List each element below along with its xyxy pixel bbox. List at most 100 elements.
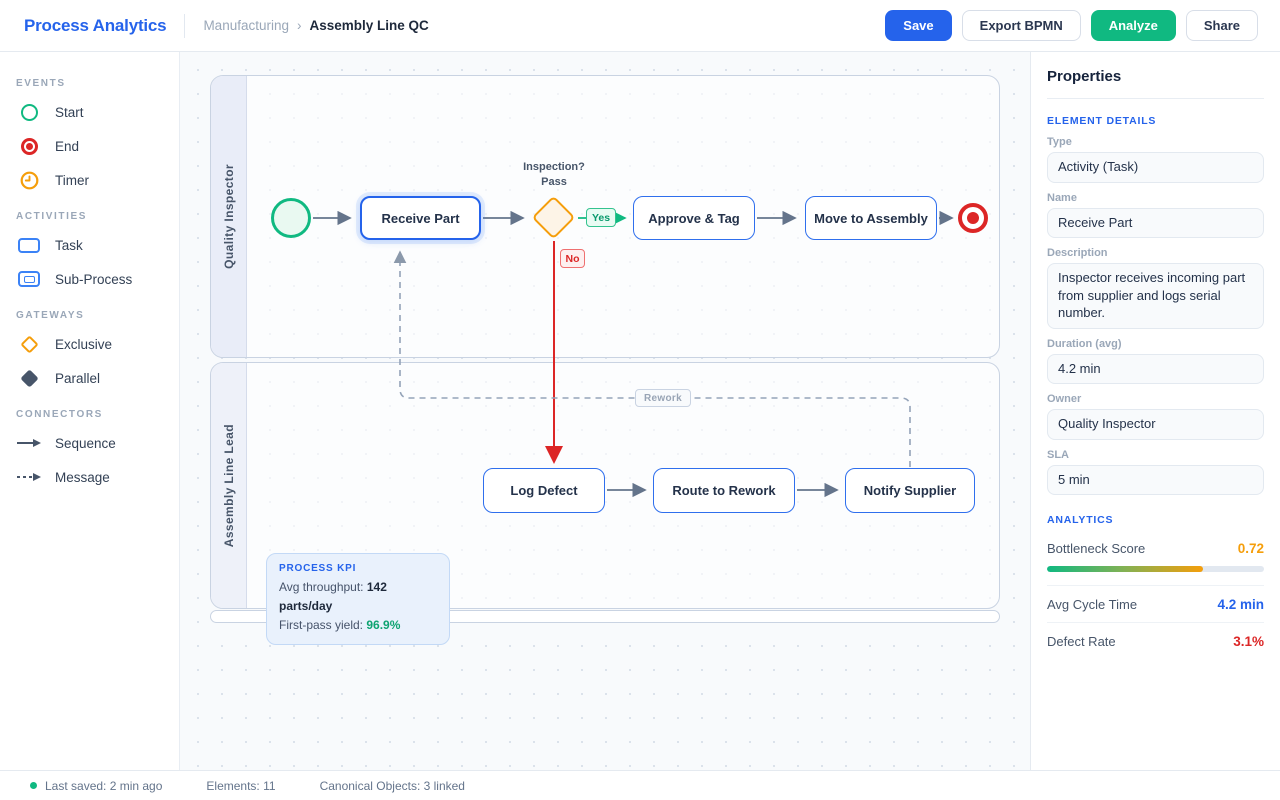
- analytics-metrics: Bottleneck Score 0.72 Avg Cycle Time 4.2…: [1047, 530, 1264, 659]
- name-field[interactable]: Receive Part: [1047, 207, 1264, 239]
- palette-item-task[interactable]: Task: [16, 228, 179, 262]
- task-receive-part[interactable]: Receive Part: [360, 196, 481, 240]
- metric-value: 0.72: [1237, 541, 1264, 557]
- edge-label-no[interactable]: No: [560, 249, 585, 268]
- palette-section-gateways: GATEWAYS: [16, 310, 85, 321]
- bpmn-canvas[interactable]: Quality Inspector Assembly Line Lead: [180, 52, 1030, 770]
- field-duration: Duration (avg) 4.2 min: [1047, 338, 1264, 385]
- task-approve-tag[interactable]: Approve & Tag: [633, 196, 755, 240]
- save-button[interactable]: Save: [885, 10, 952, 41]
- element-details-section-title: ELEMENT DETAILS: [1047, 115, 1157, 127]
- lane-label: Quality Inspector: [221, 164, 236, 269]
- timer-event-icon: [16, 171, 42, 190]
- field-name-label: Name: [1047, 191, 1077, 204]
- gateway-label-line1: Inspection?: [523, 161, 585, 173]
- metric-label: Bottleneck Score: [1047, 541, 1146, 557]
- field-duration-label: Duration (avg): [1047, 337, 1122, 350]
- field-type: Type Activity (Task): [1047, 136, 1264, 183]
- app-header: Process Analytics Manufacturing › Assemb…: [0, 0, 1280, 52]
- export-bpmn-button[interactable]: Export BPMN: [961, 10, 1081, 41]
- sub-process-icon: [16, 271, 42, 287]
- start-event-icon: [16, 103, 42, 121]
- canonical-objects-status: Canonical Objects: 3 linked: [319, 778, 465, 793]
- kpi-title: PROCESS KPI: [279, 563, 357, 574]
- lane-label-strip: Quality Inspector: [211, 76, 247, 357]
- palette-item-parallel[interactable]: Parallel: [16, 361, 179, 395]
- metric-defect-rate: Defect Rate 3.1%: [1047, 622, 1264, 659]
- bottleneck-bar-fill: [1047, 566, 1204, 573]
- exclusive-gateway-node[interactable]: [531, 195, 576, 240]
- share-button[interactable]: Share: [1185, 10, 1258, 41]
- message-flow-icon: [16, 472, 42, 482]
- field-name: Name Receive Part: [1047, 192, 1264, 239]
- bottleneck-bar: [1047, 566, 1264, 573]
- palette-section-connectors: CONNECTORS: [16, 409, 103, 420]
- edge-label-rework[interactable]: Rework: [635, 389, 691, 407]
- field-sla: SLA 5 min: [1047, 449, 1264, 496]
- field-sla-label: SLA: [1047, 448, 1069, 461]
- properties-panel: Properties ELEMENT DETAILS Type Activity…: [1030, 52, 1280, 770]
- breadcrumb: Manufacturing › Assembly Line QC: [203, 18, 428, 33]
- metric-avg-cycle-time: Avg Cycle Time 4.2 min: [1047, 585, 1264, 622]
- palette-item-timer[interactable]: Timer: [16, 163, 179, 197]
- field-description: Description Inspector receives incoming …: [1047, 247, 1264, 329]
- metric-label: Avg Cycle Time: [1047, 597, 1138, 613]
- task-log-defect[interactable]: Log Defect: [483, 468, 605, 513]
- status-bar: Last saved: 2 min ago Elements: 11 Canon…: [0, 770, 1280, 800]
- palette-section-activities: ACTIVITIES: [16, 211, 88, 222]
- breadcrumb-parent[interactable]: Manufacturing: [203, 18, 289, 33]
- palette-item-end[interactable]: End: [16, 129, 179, 163]
- analytics-section-title: ANALYTICS: [1047, 514, 1114, 527]
- breadcrumb-separator-icon: ›: [297, 18, 302, 33]
- header-divider: [184, 13, 186, 38]
- kpi-yield: First-pass yield: 96.9%: [279, 618, 401, 633]
- palette-item-label: End: [55, 138, 80, 154]
- kpi-throughput: Avg throughput: 142 parts/day: [279, 580, 387, 614]
- palette-item-label: Parallel: [55, 370, 101, 386]
- field-description-label: Description: [1047, 247, 1108, 260]
- task-move-to-assembly[interactable]: Move to Assembly: [805, 196, 937, 240]
- palette-item-exclusive[interactable]: Exclusive: [16, 327, 179, 361]
- end-event-node[interactable]: [958, 203, 988, 233]
- palette-item-sequence[interactable]: Sequence: [16, 426, 179, 460]
- task-notify-supplier[interactable]: Notify Supplier: [845, 468, 975, 513]
- type-field[interactable]: Activity (Task): [1047, 152, 1264, 183]
- palette-item-label: Start: [55, 104, 84, 120]
- palette-sidebar: EVENTS Start End Timer ACTIVITIES Task: [0, 52, 180, 770]
- owner-field[interactable]: Quality Inspector: [1047, 409, 1264, 440]
- field-owner: Owner Quality Inspector: [1047, 393, 1264, 440]
- palette-item-label: Sub-Process: [55, 271, 133, 287]
- task-route-to-rework[interactable]: Route to Rework: [653, 468, 795, 513]
- metric-value: 4.2 min: [1217, 597, 1264, 613]
- field-type-label: Type: [1047, 136, 1072, 148]
- start-event-node[interactable]: [271, 198, 311, 238]
- palette-item-sub-process[interactable]: Sub-Process: [16, 262, 179, 296]
- palette-item-start[interactable]: Start: [16, 95, 179, 129]
- process-kpi-annotation[interactable]: PROCESS KPI Avg throughput: 142 parts/da…: [266, 553, 450, 645]
- app-logo[interactable]: Process Analytics: [24, 15, 167, 35]
- analyze-button[interactable]: Analyze: [1090, 10, 1176, 41]
- last-saved-text: Last saved: 2 min ago: [45, 778, 163, 793]
- palette-section-events: EVENTS: [16, 78, 66, 89]
- palette-item-label: Exclusive: [55, 336, 113, 352]
- metric-value: 3.1%: [1233, 634, 1264, 650]
- task-icon: [16, 237, 42, 253]
- palette-item-message[interactable]: Message: [16, 460, 179, 494]
- palette-item-label: Sequence: [55, 435, 116, 451]
- lane-label-strip: Assembly Line Lead: [211, 363, 247, 608]
- palette-item-label: Task: [55, 237, 83, 253]
- lane-label: Assembly Line Lead: [221, 423, 236, 548]
- sequence-flow-icon: [16, 438, 42, 448]
- properties-title: Properties: [1047, 68, 1264, 99]
- field-owner-label: Owner: [1047, 393, 1082, 406]
- duration-field[interactable]: 4.2 min: [1047, 353, 1264, 385]
- description-field[interactable]: Inspector receives incoming part from su…: [1047, 263, 1264, 329]
- breadcrumb-current: Assembly Line QC: [309, 18, 429, 33]
- edge-label-yes[interactable]: Yes: [586, 208, 616, 227]
- sla-field[interactable]: 5 min: [1047, 464, 1264, 496]
- elements-count: Elements: 11: [206, 778, 276, 793]
- gateway-label-line2: Pass: [541, 176, 567, 189]
- parallel-gateway-icon: [16, 368, 42, 388]
- gateway-label: Inspection? Pass: [494, 160, 614, 191]
